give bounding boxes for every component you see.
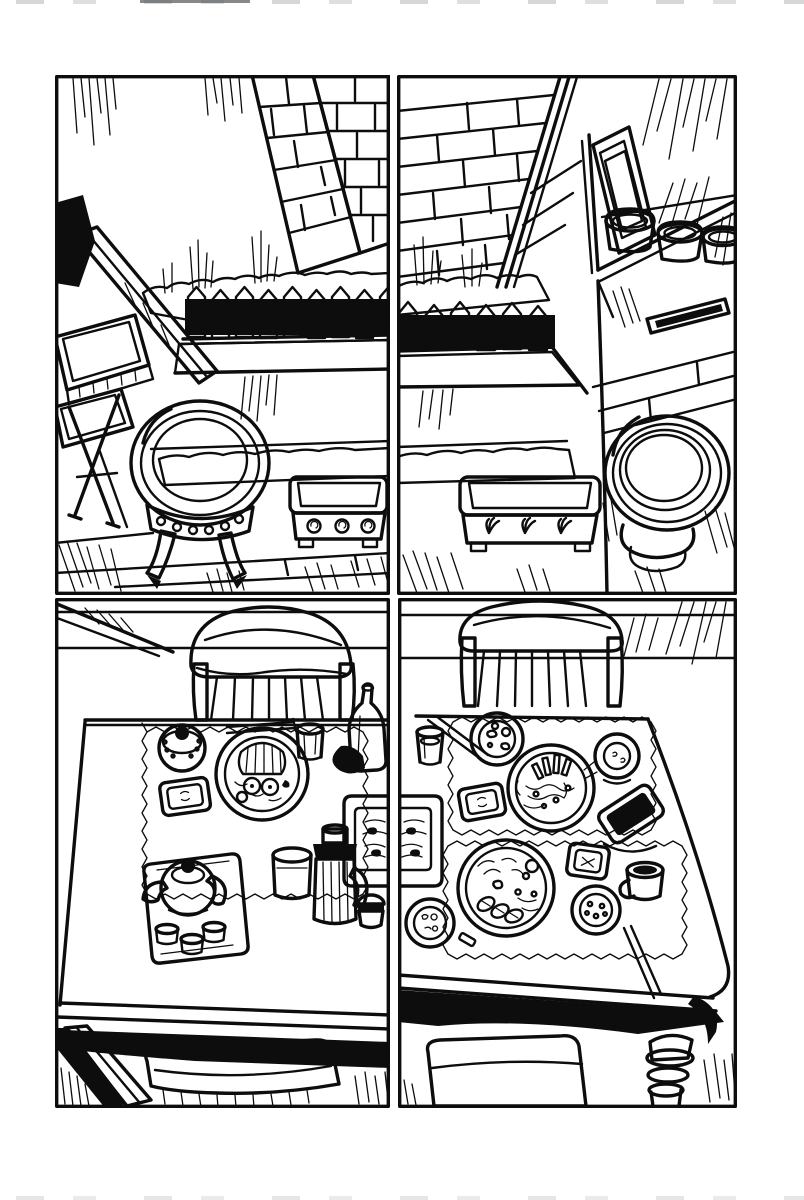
small-bowl <box>404 897 456 949</box>
table-shadow <box>398 990 724 1034</box>
panel-border <box>55 598 390 1108</box>
dining-chair <box>189 605 356 722</box>
seedling-tray <box>591 125 657 255</box>
beer-bottle <box>332 682 388 774</box>
drainpipe <box>504 75 579 289</box>
table-edge <box>398 973 718 1013</box>
panel-border <box>397 75 737 595</box>
seedling-rack <box>55 313 155 529</box>
rice-bowl <box>469 711 525 767</box>
panel-bottom-left <box>55 598 390 1108</box>
canister <box>271 846 313 901</box>
panel-border <box>55 75 390 595</box>
tea-cups <box>154 920 227 956</box>
chopsticks-rest <box>426 714 490 762</box>
garnish-stick <box>458 932 477 948</box>
picket-fence <box>185 285 390 340</box>
picket-fence <box>397 300 555 352</box>
round-ceramic-pot <box>603 414 731 573</box>
table-leg <box>55 1024 153 1108</box>
seedling-sprouts <box>162 230 278 294</box>
floor-hatching <box>58 540 389 593</box>
speed-lines <box>642 78 732 266</box>
page-bottom-cutoff <box>0 1196 804 1200</box>
bento-dish <box>597 783 665 853</box>
speed-lines <box>623 601 727 665</box>
panel-top-left-art <box>55 75 390 595</box>
floor-planks <box>55 531 390 589</box>
soil-strip <box>397 439 577 485</box>
panel-bottom-right <box>398 598 737 1108</box>
chair-seat <box>144 1038 341 1108</box>
round-planter-pot <box>129 399 271 527</box>
seedling-pots <box>604 207 737 265</box>
condiment-jar <box>356 893 386 930</box>
page-top-cutoff-dark <box>140 0 250 3</box>
planter-ledge <box>397 345 589 430</box>
dining-chair <box>458 599 624 708</box>
brick-wall <box>397 75 583 289</box>
glass-cup <box>415 725 445 766</box>
pot-shelf <box>580 133 737 319</box>
ceiling-beam <box>55 602 175 658</box>
soil-bed <box>141 270 390 325</box>
speed-lines <box>72 77 243 146</box>
food-bowl <box>570 884 622 936</box>
tea-mug <box>618 860 665 902</box>
side-bowl <box>593 732 641 785</box>
seedling-sprouts <box>413 236 483 288</box>
dinner-plate <box>456 838 556 938</box>
panel-bottom-right-art <box>398 598 737 1108</box>
soil-bed <box>397 273 551 317</box>
table-shadow <box>63 1030 390 1068</box>
planter-ledge <box>173 333 390 422</box>
wall-lines <box>398 613 737 660</box>
teapot-tray <box>142 852 250 965</box>
plant-stool <box>145 503 255 589</box>
noodle-plate <box>506 743 598 833</box>
planter-tray-leaf <box>458 475 602 553</box>
panel-top-right <box>397 75 737 595</box>
sauce-dish <box>158 775 213 818</box>
panel-border <box>398 598 737 1108</box>
support-beam <box>73 225 219 385</box>
glass-cup <box>295 722 325 761</box>
main-plate <box>214 726 310 822</box>
page-top-cutoff <box>0 0 804 4</box>
floor-hatching <box>403 1053 736 1106</box>
teapot <box>141 859 228 917</box>
floor-hatching <box>402 498 736 594</box>
panel-top-left <box>55 75 390 595</box>
sauce-dish-2 <box>565 841 611 881</box>
panel-top-right-art <box>397 75 737 595</box>
stool-seat <box>425 1034 588 1108</box>
panel-bottom-left-art <box>55 598 390 1108</box>
shared-dish-half <box>398 794 444 888</box>
table-top <box>58 718 390 1007</box>
lidded-bowl <box>157 723 207 773</box>
chopsticks <box>622 924 663 1000</box>
cabinet-vent-slot <box>645 297 731 335</box>
floor-hatching <box>60 1067 389 1107</box>
wall-lines <box>55 610 390 650</box>
soil-strip <box>149 439 390 487</box>
brick-chimney <box>250 75 390 275</box>
table-edge <box>55 1001 390 1031</box>
planter-tray-swirl <box>288 475 389 549</box>
tile-wall-base <box>591 349 737 435</box>
ledge-hatching <box>240 374 278 422</box>
cabinet <box>596 279 731 595</box>
sauce-dish <box>456 781 508 823</box>
table-leg-turned <box>645 996 718 1108</box>
stone-wall <box>55 195 95 287</box>
placemat-upper <box>447 716 657 836</box>
